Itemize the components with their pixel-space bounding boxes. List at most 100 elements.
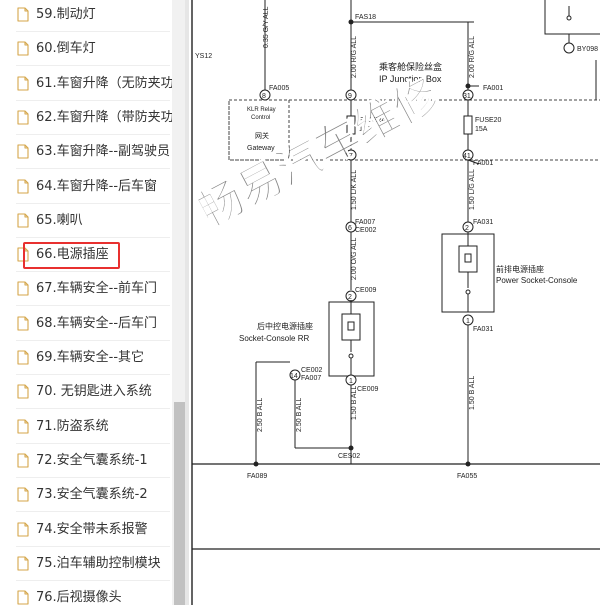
pane-divider[interactable] (185, 0, 189, 605)
sidebar-item[interactable]: 60.倒车灯 (0, 32, 172, 67)
sidebar-item-separator (16, 442, 170, 444)
sidebar-item-label: 64.车窗升降--后车窗 (36, 178, 158, 194)
document-icon (17, 316, 29, 331)
fuse24-amp: 15A (359, 126, 372, 133)
sidebar-item-label: 61.车窗升降（无防夹功 (36, 75, 172, 91)
sidebar-item-separator (16, 476, 170, 478)
label-fas18: FAS18 (355, 14, 376, 21)
sidebar-item[interactable]: 74.安全带未系报警 (0, 513, 172, 547)
sidebar-scrollbar-thumb[interactable] (174, 402, 185, 605)
sidebar-item-label: 73.安全气囊系统-2 (36, 487, 148, 503)
sidebar-item[interactable]: 62.车窗升降（带防夹功 (0, 101, 172, 135)
sidebar-item-separator (16, 339, 170, 341)
sidebar-item-label: 68.车辆安全--后车门 (36, 315, 158, 331)
sidebar-item-separator (16, 99, 170, 101)
sidebar-item[interactable]: 64.车窗升降--后车窗 (0, 170, 172, 204)
sidebar-item[interactable]: 73.安全气囊系统-2 (0, 478, 172, 513)
sidebar-item-label: 71.防盗系统 (36, 418, 109, 434)
label-ce002-b: CE002 (301, 367, 323, 374)
sidebar-item-separator (16, 31, 170, 32)
sidebar-item[interactable]: 70. 无钥匙进入系统 (0, 375, 172, 410)
document-icon (17, 556, 29, 571)
document-icon (17, 453, 29, 468)
pin-14: 14 (290, 373, 298, 380)
sidebar-item[interactable]: 76.后视摄像头 (0, 581, 172, 605)
pin-2b: 2 (348, 294, 352, 301)
sidebar-item[interactable]: 67.车辆安全--前车门 (0, 272, 172, 307)
label-fa007: FA007 (355, 219, 375, 226)
document-icon (17, 521, 29, 537)
wire-top-left: 0.35 G/Y ALL (263, 6, 270, 48)
pin-8: 8 (262, 93, 266, 100)
label-fa031-bottom: FA031 (473, 326, 493, 333)
pin-27: 27 (345, 153, 353, 160)
rear-socket-cn: 后中控电源插座 (257, 321, 313, 331)
sidebar-item[interactable]: 63.车窗升降--副驾驶员 (0, 135, 172, 170)
sidebar-item-label: 66.电源插座 (36, 247, 109, 263)
pin-1a: 1 (349, 378, 353, 385)
pin-1b: 1 (466, 318, 470, 325)
label-ys12: YS12 (195, 53, 212, 60)
label-fa031-top: FA031 (473, 219, 493, 226)
wire-mid-right: 1.50 L/G ALL (469, 169, 476, 210)
sidebar-item-separator (16, 236, 170, 238)
sidebar-item-label: 59.制动灯 (36, 7, 96, 22)
sidebar-item-separator (16, 202, 170, 204)
sidebar-item-label: 74.安全带未系报警 (36, 521, 148, 537)
sidebar-item[interactable]: 69.车辆安全--其它 (0, 341, 172, 375)
sidebar-item-label: 70. 无钥匙进入系统 (36, 384, 152, 400)
label-by098: BY098 (577, 46, 598, 53)
document-icon (17, 144, 29, 159)
label-fa089: FA089 (247, 473, 267, 480)
sidebar-item[interactable]: 66.电源插座 (0, 238, 172, 273)
sidebar-item[interactable]: 59.制动灯 (0, 0, 172, 32)
document-icon (17, 41, 29, 56)
sidebar-item-label: 75.泊车辅助控制模块 (36, 555, 161, 571)
sidebar-item-separator (16, 511, 170, 513)
document-icon (17, 281, 29, 296)
wire-top-right: 2.00 R/G ALL (469, 36, 476, 78)
sidebar-item[interactable]: 75.泊车辅助控制模块 (0, 547, 172, 581)
front-socket-cn: 前排电源插座 (496, 264, 544, 274)
sidebar-item-separator (16, 408, 170, 410)
wire-b-center: 1.50 B ALL (351, 386, 358, 420)
sidebar-item[interactable]: 68.车辆安全--后车门 (0, 307, 172, 341)
document-icon (17, 590, 29, 605)
ip-box-en: IP Junction Box (379, 74, 442, 84)
pin-2a: 2 (465, 225, 469, 232)
klr-relay: KLR Relay (247, 107, 276, 113)
document-icon (17, 110, 29, 125)
document-icon (17, 384, 29, 399)
wire-b-near: 2.50 B ALL (296, 398, 303, 432)
document-icon (17, 7, 29, 22)
label-ces02: CES02 (338, 453, 360, 460)
sidebar-item-separator (16, 305, 170, 307)
sidebar-item-separator (16, 579, 170, 581)
sidebar-item[interactable]: 72.安全气囊系统-1 (0, 444, 172, 478)
label-fa055: FA055 (457, 473, 477, 480)
ip-box-cn: 乘客舱保险丝盒 (379, 61, 442, 72)
sidebar-item[interactable]: 71.防盗系统 (0, 410, 172, 444)
sidebar-item-label: 69.车辆安全--其它 (36, 350, 145, 365)
fuse20-amp: 15A (475, 126, 488, 133)
sidebar-item-separator (16, 168, 170, 170)
selected-item-highlight (23, 242, 120, 270)
sidebar-item[interactable]: 65.喇叭 (0, 204, 172, 238)
label-fa001-top: FA001 (483, 85, 503, 92)
sidebar-item[interactable]: 61.车窗升降（无防夹功 (0, 67, 172, 101)
wire-b-right: 1.50 B ALL (469, 376, 476, 410)
sidebar-item-separator (16, 545, 170, 547)
wire-top-mid: 2.00 R/G ALL (351, 36, 358, 78)
sidebar-item-label: 72.安全气囊系统-1 (36, 452, 148, 468)
pin-9: 9 (348, 93, 352, 100)
pin-41: 41 (463, 153, 471, 160)
sidebar-item-separator (16, 374, 170, 375)
fuse24-label: FUSE24 (359, 117, 386, 124)
label-fa001-mid: FA001 (473, 160, 493, 167)
fuse20-label: FUSE20 (475, 117, 502, 124)
sidebar-item-separator (16, 271, 170, 273)
sidebar-item-label: 60.倒车灯 (36, 41, 96, 57)
document-icon (17, 178, 29, 194)
front-socket-en: Power Socket-Console (496, 276, 578, 285)
